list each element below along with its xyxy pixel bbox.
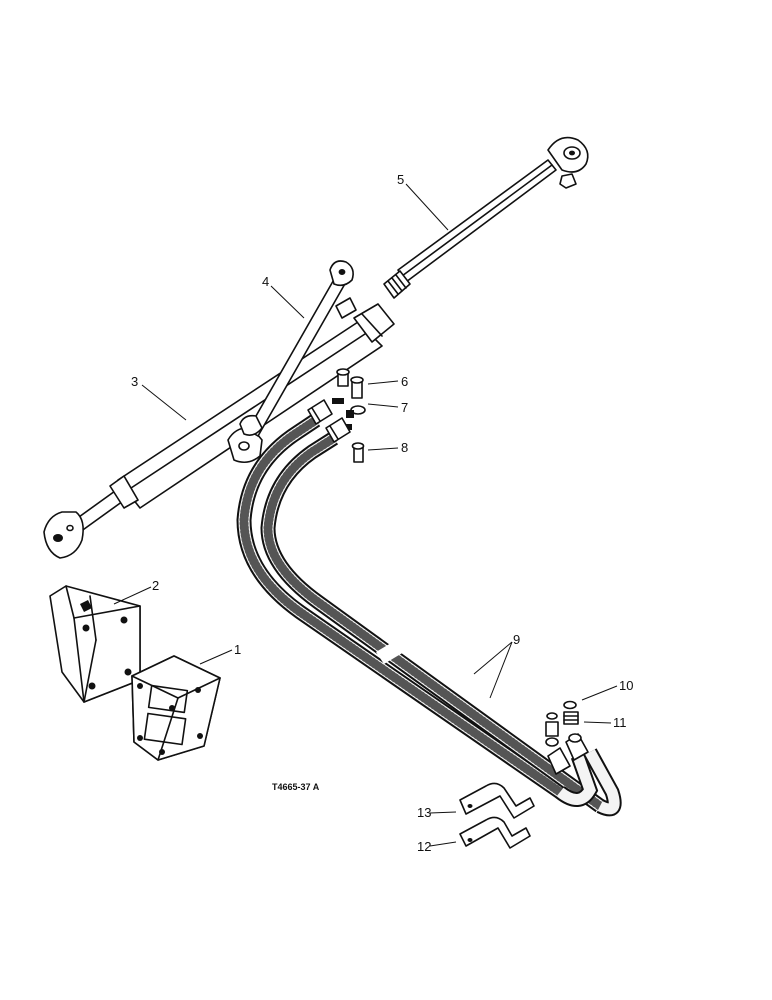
callout-11: 11 — [613, 715, 627, 730]
part-2-mounting-bracket — [49, 585, 141, 703]
part-9-hoses — [236, 399, 622, 817]
callout-8: 8 — [401, 440, 408, 455]
parts-12-13-clamps — [459, 782, 535, 849]
part-1-spacer-block — [131, 655, 221, 761]
leader-lines — [113, 183, 618, 847]
callout-4: 4 — [262, 274, 269, 289]
parts-10-11-adapters — [545, 700, 579, 737]
callout-3: 3 — [131, 374, 138, 389]
callout-13: 13 — [417, 805, 431, 820]
callout-10: 10 — [619, 678, 633, 693]
callout-12: 12 — [417, 839, 431, 854]
part-4-link-rod — [239, 260, 354, 437]
part-5-tie-rod — [383, 136, 589, 299]
callout-2: 2 — [152, 578, 159, 593]
parts-6-7-8-fittings — [332, 368, 366, 463]
callout-7: 7 — [401, 400, 408, 415]
figure-id: T4665-37 A — [272, 782, 320, 792]
callout-5: 5 — [397, 172, 404, 187]
callout-1: 1 — [234, 642, 241, 657]
callout-6: 6 — [401, 374, 408, 389]
callout-labels: 1 2 3 4 5 6 7 8 9 10 11 12 13 — [131, 172, 633, 854]
callout-9: 9 — [513, 632, 520, 647]
